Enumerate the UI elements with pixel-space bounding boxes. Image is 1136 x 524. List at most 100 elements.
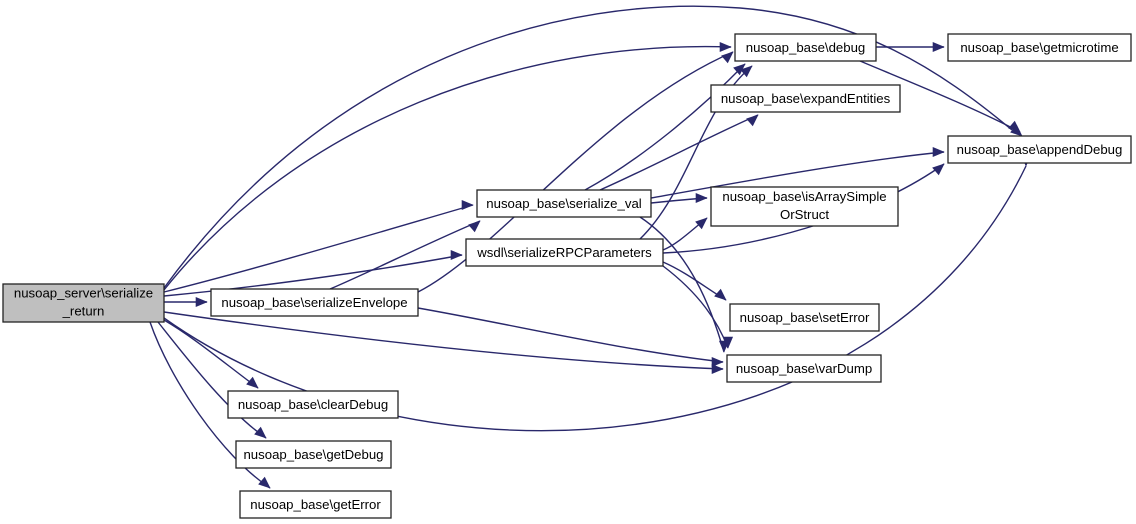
node-appendDebug[interactable]: nusoap_base\appendDebug — [947, 135, 1132, 164]
arrow-head-icon — [740, 65, 753, 78]
arrow-head-icon — [932, 41, 945, 53]
node-label: nusoap_base\debug — [746, 40, 866, 55]
node-box[interactable] — [227, 390, 399, 419]
edge-serialize_val-to-expandEntities — [599, 114, 759, 191]
edge-line — [639, 65, 753, 240]
arrow-head-icon — [246, 376, 259, 389]
arrow-head-icon — [719, 41, 732, 53]
node-box[interactable] — [726, 354, 882, 383]
node-serializeEnvelope[interactable]: nusoap_base\serializeEnvelope — [210, 288, 419, 317]
edge-line — [650, 151, 945, 199]
arrow-head-icon — [258, 476, 271, 489]
edge-line — [329, 220, 481, 290]
edge-line — [163, 311, 724, 370]
arrow-head-icon — [721, 51, 734, 64]
node-label: nusoap_base\expandEntities — [721, 91, 891, 106]
arrow-head-icon — [711, 356, 724, 368]
edge-line — [417, 51, 734, 293]
node-serialize_val[interactable]: nusoap_base\serialize_val — [476, 189, 652, 218]
node-label: nusoap_base\appendDebug — [957, 142, 1123, 157]
arrow-head-icon — [1010, 124, 1023, 137]
node-getmicrotime[interactable]: nusoap_base\getmicrotime — [947, 33, 1132, 62]
edge-serializeRPCParameters-to-setError — [662, 261, 727, 301]
node-box[interactable] — [947, 135, 1132, 164]
node-label: wsdl\serializeRPCParameters — [476, 245, 652, 260]
edge-serializeEnvelope-to-varDump — [417, 307, 724, 368]
edge-line — [599, 114, 759, 191]
node-label: nusoap_base\getmicrotime — [960, 40, 1118, 55]
arrow-head-icon — [195, 296, 208, 308]
edge-line — [584, 63, 746, 191]
edge-line — [639, 216, 725, 353]
node-box[interactable] — [476, 189, 652, 218]
edge-line — [417, 307, 724, 363]
edge-serialize_return-to-debug — [163, 41, 732, 291]
node-label: nusoap_base\varDump — [736, 361, 872, 376]
node-debug[interactable]: nusoap_base\debug — [734, 33, 877, 62]
edge-serialize_return-to-serializeRPCParameters — [163, 249, 463, 297]
arrow-head-icon — [711, 363, 724, 375]
node-getDebug[interactable]: nusoap_base\getDebug — [235, 440, 392, 469]
node-label-line2: _return — [62, 303, 105, 318]
arrow-head-icon — [932, 163, 945, 176]
arrow-head-icon — [714, 288, 727, 301]
edge-debug-to-getmicrotime — [876, 41, 945, 53]
node-varDump[interactable]: nusoap_base\varDump — [726, 354, 882, 383]
arrow-head-icon — [932, 146, 945, 158]
node-expandEntities[interactable]: nusoap_base\expandEntities — [710, 84, 901, 113]
node-box[interactable] — [734, 33, 877, 62]
node-serialize_return[interactable]: nusoap_server\serialize _return — [2, 283, 165, 323]
edge-line — [662, 265, 729, 349]
edge-line — [163, 204, 474, 293]
node-label: nusoap_base\getError — [250, 497, 381, 512]
arrow-head-icon — [695, 217, 708, 230]
node-box[interactable] — [239, 490, 392, 519]
node-label: nusoap_base\setError — [740, 310, 870, 325]
edge-serializeRPCParameters-to-isArraySimpleOrStruct — [662, 217, 708, 251]
node-label-line2: OrStruct — [780, 207, 829, 222]
arrow-head-icon — [254, 426, 267, 439]
node-box[interactable] — [210, 288, 419, 317]
node-getError[interactable]: nusoap_base\getError — [239, 490, 392, 519]
edge-line — [149, 321, 271, 489]
edge-serialize_return-to-serializeEnvelope — [164, 296, 208, 308]
node-box[interactable] — [710, 186, 899, 227]
edge-line — [163, 5, 1013, 289]
arrow-head-icon — [468, 220, 481, 233]
node-box[interactable] — [2, 283, 165, 323]
edge-serialize_val-to-appendDebug — [650, 146, 945, 199]
node-label: nusoap_base\getDebug — [243, 447, 383, 462]
node-box[interactable] — [947, 33, 1132, 62]
node-layer: nusoap_server\serialize _return nusoap_bas… — [2, 33, 1132, 519]
edge-serialize_return-to-getError — [149, 321, 271, 489]
node-box[interactable] — [729, 303, 880, 332]
edge-serialize_val-to-isArraySimpleOrStruct — [650, 192, 708, 204]
node-serializeRPCParameters[interactable]: wsdl\serializeRPCParameters — [465, 238, 664, 267]
node-box[interactable] — [465, 238, 664, 267]
arrow-head-icon — [722, 336, 734, 349]
node-label-line1: nusoap_base\isArraySimple — [722, 189, 886, 204]
node-setError[interactable]: nusoap_base\setError — [729, 303, 880, 332]
node-label: nusoap_base\clearDebug — [238, 397, 388, 412]
node-clearDebug[interactable]: nusoap_base\clearDebug — [227, 390, 399, 419]
node-label-line1: nusoap_server\serialize — [14, 285, 153, 300]
edge-line — [163, 165, 1027, 432]
node-box[interactable] — [710, 84, 901, 113]
edge-serializeEnvelope-to-serialize_val — [329, 220, 481, 290]
edge-serializeEnvelope-to-debug — [417, 51, 734, 293]
edge-serialize_return-to-getDebug — [157, 321, 267, 439]
node-box[interactable] — [235, 440, 392, 469]
edge-serialize_return-to-clearDebug — [163, 319, 259, 389]
edge-serialize_return-appendDebug-top — [163, 5, 1023, 289]
node-label: nusoap_base\serializeEnvelope — [221, 295, 407, 310]
edge-line — [157, 321, 267, 439]
edge-serializeRPCParameters-to-debug — [639, 65, 753, 240]
edge-serialize_return-to-varDump — [163, 311, 724, 375]
node-label: nusoap_base\serialize_val — [486, 196, 641, 211]
edge-serializeRPCParameters-to-varDump — [662, 265, 734, 349]
arrow-head-icon — [746, 114, 759, 127]
edge-serialize_val-to-debug — [584, 63, 746, 191]
